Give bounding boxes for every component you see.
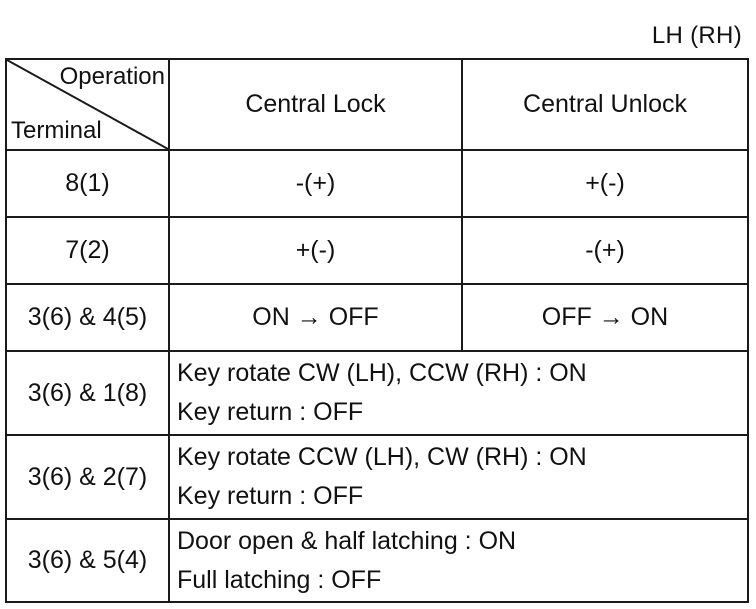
- table-row: 3(6) & 2(7) Key rotate CCW (LH), CW (RH)…: [5, 434, 749, 520]
- unlock-cell: -(+): [461, 216, 749, 285]
- terminal-cell: 3(6) & 4(5): [5, 283, 170, 352]
- header-row: Operation Terminal Central Lock Central …: [5, 58, 749, 151]
- lock-cell: +(-): [168, 216, 463, 285]
- central-unlock-header: Central Unlock: [461, 58, 749, 151]
- terminal-cell: 3(6) & 1(8): [5, 350, 170, 436]
- lock-cell: ON → OFF: [168, 283, 463, 352]
- description-line: Door open & half latching : ON: [177, 526, 517, 555]
- terminal-operation-table: Operation Terminal Central Lock Central …: [5, 58, 749, 603]
- unlock-cell: +(-): [461, 149, 749, 218]
- terminal-cell: 8(1): [5, 149, 170, 218]
- merged-description-cell: Door open & half latching : ON Full latc…: [168, 518, 749, 603]
- description-line: Key rotate CCW (LH), CW (RH) : ON: [177, 443, 587, 471]
- operation-header: Operation: [59, 63, 165, 90]
- unlock-cell: OFF → ON: [461, 283, 749, 352]
- description-line: Key rotate CW (LH), CCW (RH) : ON: [177, 359, 587, 387]
- merged-description-cell: Key rotate CCW (LH), CW (RH) : ON Key re…: [168, 434, 749, 520]
- table-row: 3(6) & 1(8) Key rotate CW (LH), CCW (RH)…: [5, 350, 749, 436]
- side-label: LH (RH): [651, 22, 742, 49]
- description-line: Key return : OFF: [177, 482, 364, 510]
- terminal-cell: 3(6) & 5(4): [5, 518, 170, 603]
- table-row: 3(6) & 5(4) Door open & half latching : …: [5, 518, 749, 603]
- terminal-cell: 3(6) & 2(7): [5, 434, 170, 520]
- diagonal-header-cell: Operation Terminal: [5, 58, 170, 151]
- table-row: 8(1) -(+) +(-): [5, 149, 749, 218]
- description-line: Key return : OFF: [177, 398, 364, 426]
- table-row: 7(2) +(-) -(+): [5, 216, 749, 285]
- lock-cell: -(+): [168, 149, 463, 218]
- terminal-header: Terminal: [11, 117, 102, 144]
- table-row: 3(6) & 4(5) ON → OFF OFF → ON: [5, 283, 749, 352]
- diagonal-divider: [7, 60, 168, 149]
- description-line: Full latching : OFF: [177, 565, 382, 594]
- terminal-cell: 7(2): [5, 216, 170, 285]
- central-lock-header: Central Lock: [168, 58, 463, 151]
- merged-description-cell: Key rotate CW (LH), CCW (RH) : ON Key re…: [168, 350, 749, 436]
